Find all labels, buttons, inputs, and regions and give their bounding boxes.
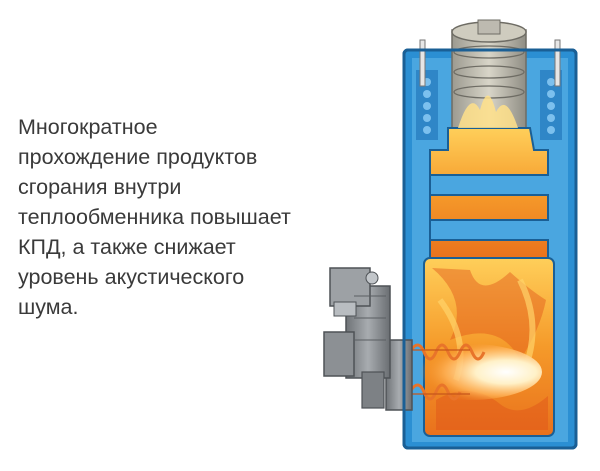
caption-line-7: шума. (18, 295, 79, 319)
caption-line-5: КПД, а также снижает (18, 235, 236, 259)
caption-line-1: Многократное (18, 115, 158, 139)
water-jacket-left (416, 70, 438, 140)
spiral-coil-icon (408, 343, 486, 401)
caption-line-6: уровень акустического (18, 265, 245, 289)
burner-icon (323, 267, 413, 411)
boiler-shell-outline (402, 48, 578, 450)
top-connectors (419, 39, 561, 87)
caption-line-2: прохождение продуктов (18, 145, 258, 169)
caption-text: Многократное прохождение продуктов сгора… (18, 112, 348, 322)
flame-icon (398, 95, 555, 437)
caption-line-3: сгорания внутри (18, 175, 182, 199)
caption-line-4: теплообменника повышает (18, 205, 291, 229)
water-jacket-right (540, 70, 562, 140)
